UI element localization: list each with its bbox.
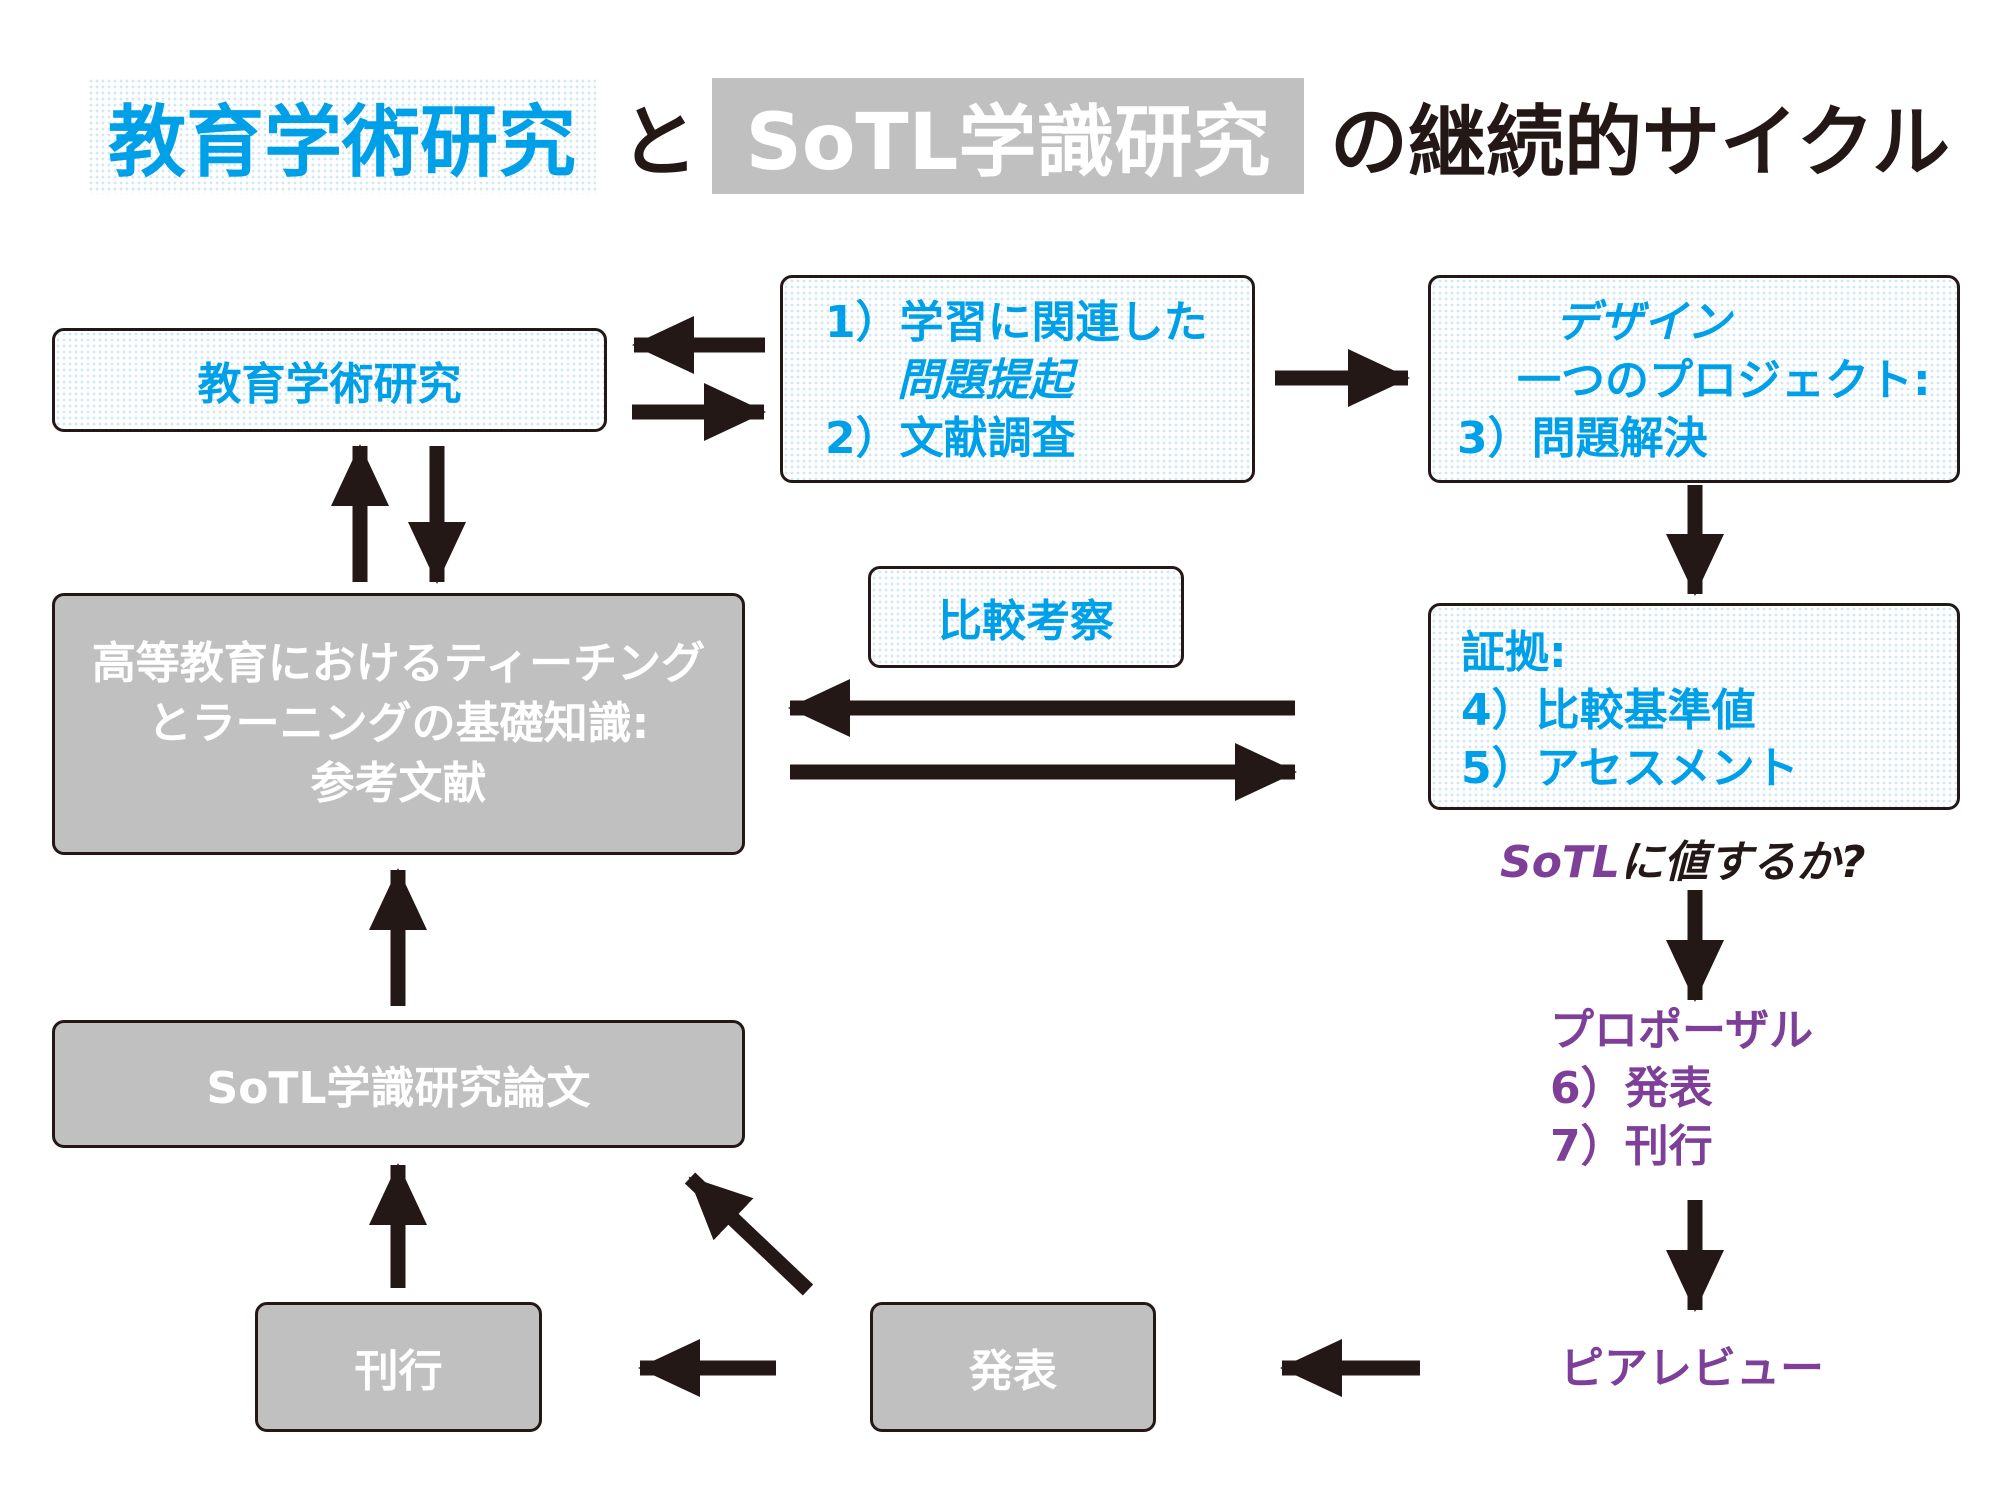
step3-line: 3）問題解決 xyxy=(1457,413,1708,464)
publish-box: 刊行 xyxy=(255,1302,542,1432)
step1-italic-line: 問題提起 xyxy=(897,355,1073,406)
design-title: デザイン xyxy=(1555,297,1731,348)
title-suffix: の継続的サイクル xyxy=(1330,98,1951,188)
worth-sotl-rest: に値するか? xyxy=(1619,837,1866,888)
title-part-research: 教育学術研究 xyxy=(107,98,576,188)
title-suffix-wrap: の継続的サイクル xyxy=(1330,78,1950,194)
step4-line: 4）比較基準値 xyxy=(1461,685,1756,736)
proposal-title: プロポーザル xyxy=(1550,1005,1814,1056)
sotl-paper-label: SoTL学識研究論文 xyxy=(206,1063,591,1114)
evidence-box: 証拠: 4）比較基準値 5）アセスメント xyxy=(1428,603,1960,810)
sotl-paper-box: SoTL学識研究論文 xyxy=(52,1020,745,1148)
proposal-label: プロポーザル 6）発表 7）刊行 xyxy=(1550,1002,1813,1176)
present-box: 発表 xyxy=(870,1302,1156,1432)
peer-review-text: ピアレビュー xyxy=(1560,1343,1824,1394)
present-label: 発表 xyxy=(969,1346,1057,1397)
knowledge-box: 高等教育におけるティーチング とラーニングの基礎知識: 参考文献 xyxy=(52,593,745,855)
step7-line: 7）刊行 xyxy=(1550,1121,1713,1172)
arrow-present-to-paper xyxy=(684,1172,814,1296)
knowledge-line-2: とラーニングの基礎知識: xyxy=(147,698,650,749)
step1-line: 1）学習に関連した xyxy=(825,297,1208,348)
title-highlight-sotl: SoTL学識研究 xyxy=(712,78,1304,194)
peer-review-label: ピアレビュー xyxy=(1560,1332,1824,1396)
step5-line: 5）アセスメント xyxy=(1461,743,1799,794)
knowledge-line-3: 参考文献 xyxy=(310,758,487,809)
evidence-title: 証拠: xyxy=(1461,627,1567,678)
step2-line: 2）文献調査 xyxy=(825,413,1076,464)
worth-sotl-question: SoTLに値するか? xyxy=(1500,826,1866,890)
design-project-line: 一つのプロジェクト: xyxy=(1517,355,1931,406)
title-connector: と xyxy=(620,98,699,188)
title-part-sotl: SoTL学識研究 xyxy=(745,98,1271,188)
worth-sotl-term: SoTL xyxy=(1500,837,1620,888)
design-box: デザイン 一つのプロジェクト: 3）問題解決 xyxy=(1428,275,1960,483)
step6-line: 6）発表 xyxy=(1550,1063,1713,1114)
research-box-label: 教育学術研究 xyxy=(197,359,462,410)
publish-label: 刊行 xyxy=(354,1346,443,1397)
problem-literature-box: 1）学習に関連した 問題提起 2）文献調査 xyxy=(780,275,1255,483)
compare-box: 比較考察 xyxy=(868,566,1184,668)
title-highlight-research: 教育学術研究 xyxy=(88,78,596,194)
research-box: 教育学術研究 xyxy=(52,328,607,432)
title-connector-wrap: と xyxy=(620,78,720,194)
knowledge-line-1: 高等教育におけるティーチング xyxy=(91,638,706,689)
compare-box-label: 比較考察 xyxy=(938,596,1114,647)
